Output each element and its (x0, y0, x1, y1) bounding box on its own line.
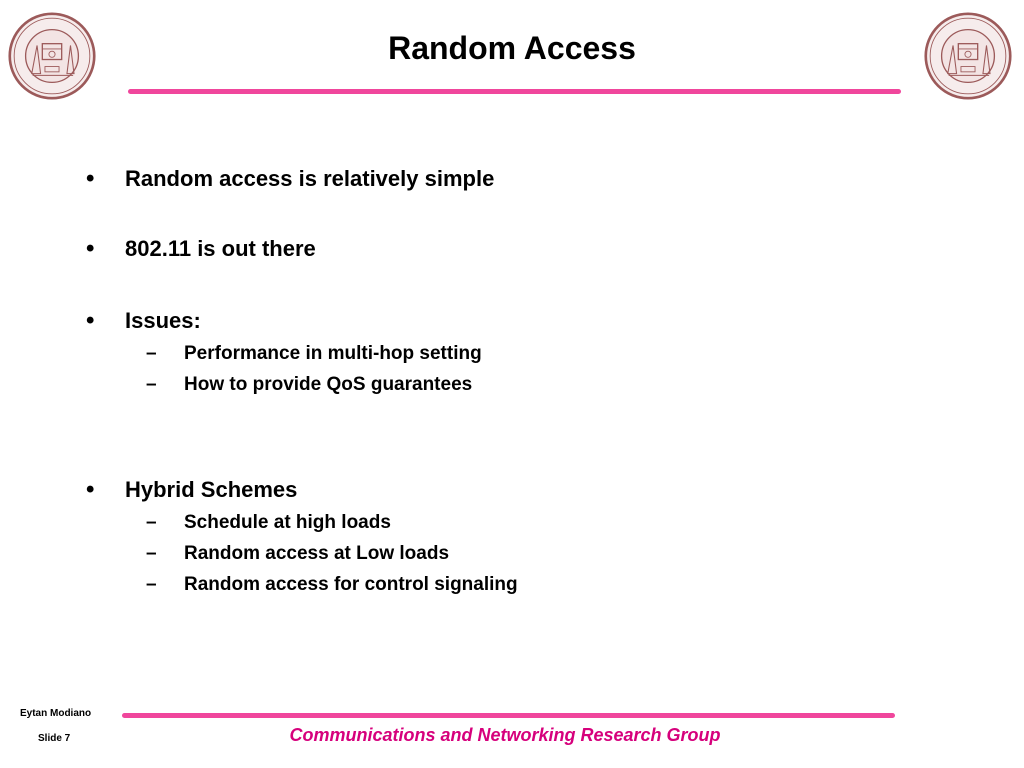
sub-bullet-marker: – (146, 543, 157, 564)
sub-bullet-text: Performance in multi-hop setting (184, 343, 482, 364)
slide-number: Slide 7 (38, 733, 71, 744)
bullet-item: • 802.11 is out there (0, 233, 1024, 269)
bullet-marker: • (86, 235, 95, 262)
footer-author: Eytan Modiano (20, 708, 92, 719)
bullet-text: Hybrid Schemes (125, 477, 298, 502)
sub-bullet-item: – Schedule at high loads (0, 509, 1024, 537)
sub-bullet-item: – Random access for control signaling (0, 571, 1024, 599)
sub-bullet-item: – Performance in multi-hop setting (0, 340, 1024, 368)
bullet-marker: • (86, 307, 95, 334)
sub-bullet-text: Random access at Low loads (184, 543, 450, 564)
sub-bullet-marker: – (146, 574, 157, 595)
sub-bullet-text: Schedule at high loads (184, 512, 391, 533)
bullet-item: • Hybrid Schemes (0, 474, 1024, 510)
sub-bullet-item: – How to provide QoS guarantees (0, 371, 1024, 399)
sub-bullet-item: – Random access at Low loads (0, 540, 1024, 568)
bullet-item: • Random access is relatively simple (0, 163, 1024, 199)
sub-bullet-marker: – (146, 512, 157, 533)
bullet-text: Random access is relatively simple (125, 166, 495, 191)
bullet-marker: • (86, 165, 95, 192)
bullet-text: 802.11 is out there (125, 236, 316, 261)
title-underline (128, 89, 901, 94)
bullet-marker: • (86, 476, 95, 503)
footer-group-name: Communications and Networking Research G… (289, 725, 721, 745)
institution-seal-icon (8, 12, 96, 100)
footer-rule (122, 713, 895, 718)
sub-bullet-marker: – (146, 343, 157, 364)
sub-bullet-marker: – (146, 374, 157, 395)
bullet-text: Issues: (125, 308, 201, 333)
bullet-item: • Issues: (0, 305, 1024, 341)
slide-title: Random Access (388, 30, 636, 66)
institution-seal-icon (924, 12, 1012, 100)
sub-bullet-text: How to provide QoS guarantees (184, 374, 473, 395)
sub-bullet-text: Random access for control signaling (184, 574, 518, 595)
